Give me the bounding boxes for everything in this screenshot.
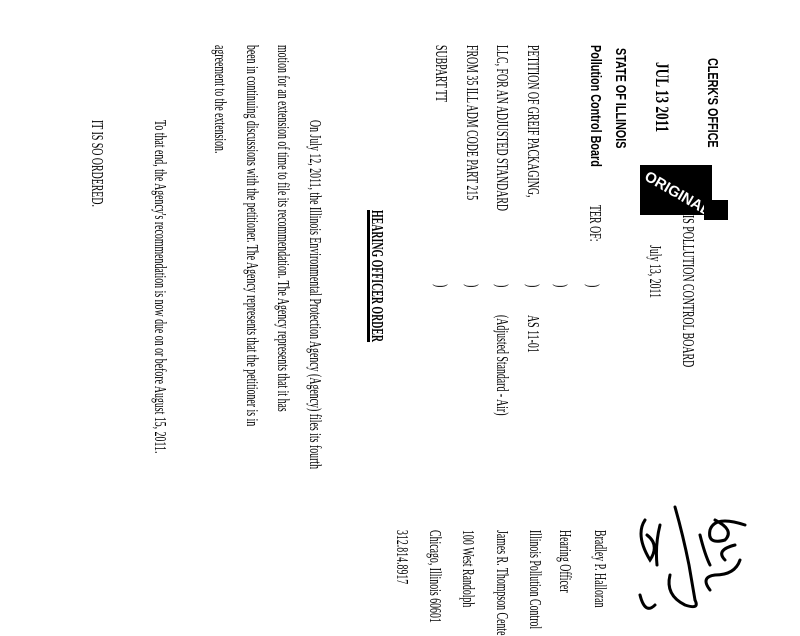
original-stamp: ORIGINAL (640, 165, 712, 215)
order-title: HEARING OFFICER ORDER (368, 210, 387, 343)
contact-org: Illinois Pollution Control (526, 530, 545, 630)
caption-paren: ) (524, 284, 543, 288)
caption-paren: ) (493, 284, 512, 288)
body-line: To that end, the Agency's recommendation… (151, 120, 170, 454)
contact-city: Chicago, Illinois 60601 (426, 530, 445, 623)
caption-paren: ) (432, 284, 451, 288)
contact-name: Bradley P. Halloran (591, 530, 610, 608)
order-date: July 13, 2011 (646, 245, 665, 299)
case-type: (Adjusted Standard - Air) (493, 315, 512, 416)
so-ordered: IT IS SO ORDERED. (88, 120, 107, 207)
caption-paren: ) (463, 284, 482, 288)
caption-paren: ) (584, 284, 603, 288)
body-line: motion for an extension of time to file … (274, 45, 293, 412)
stamp-mark (704, 200, 728, 220)
original-stamp-text: ORIGINAL (641, 167, 712, 215)
document-page: CLERK'S OFFICE JUL 13 2011 STATE OF ILLI… (88, 45, 747, 636)
contact-street: 100 West Randolph (459, 530, 478, 608)
received-date-stamp: JUL 13 2011 (651, 62, 672, 133)
clerks-office-stamp: CLERK'S OFFICE (704, 58, 721, 148)
caption-line: FROM 35 ILL ADM CODE PART 215 (463, 45, 482, 201)
board-stamp: Pollution Control Board (587, 45, 604, 167)
caption-line: PETITION OF GREIF PACKAGING, (524, 45, 543, 198)
signature (638, 505, 747, 610)
in-the-matter-label: TER OF: (586, 205, 605, 242)
state-stamp: STATE OF ILLINOIS (612, 48, 629, 149)
contact-phone: 312.814.8917 (393, 530, 412, 585)
board-title: IS POLLUTION CONTROL BOARD (679, 215, 698, 368)
contact-building: James R. Thompson Cente (493, 530, 512, 636)
caption-line: LLC, FOR AN ADJUSTED STANDARD (493, 45, 512, 212)
case-number: AS 11-01 (524, 315, 543, 353)
body-line: been in continuing discussions with the … (243, 45, 262, 427)
caption-paren: ) (552, 284, 571, 288)
caption-line: SUBPART TT (432, 45, 451, 103)
body-line: On July 12, 2011, the Illinois Environme… (306, 120, 325, 470)
body-line: agreement to the extension. (211, 45, 230, 154)
contact-title: Hearing Officer (556, 530, 575, 593)
